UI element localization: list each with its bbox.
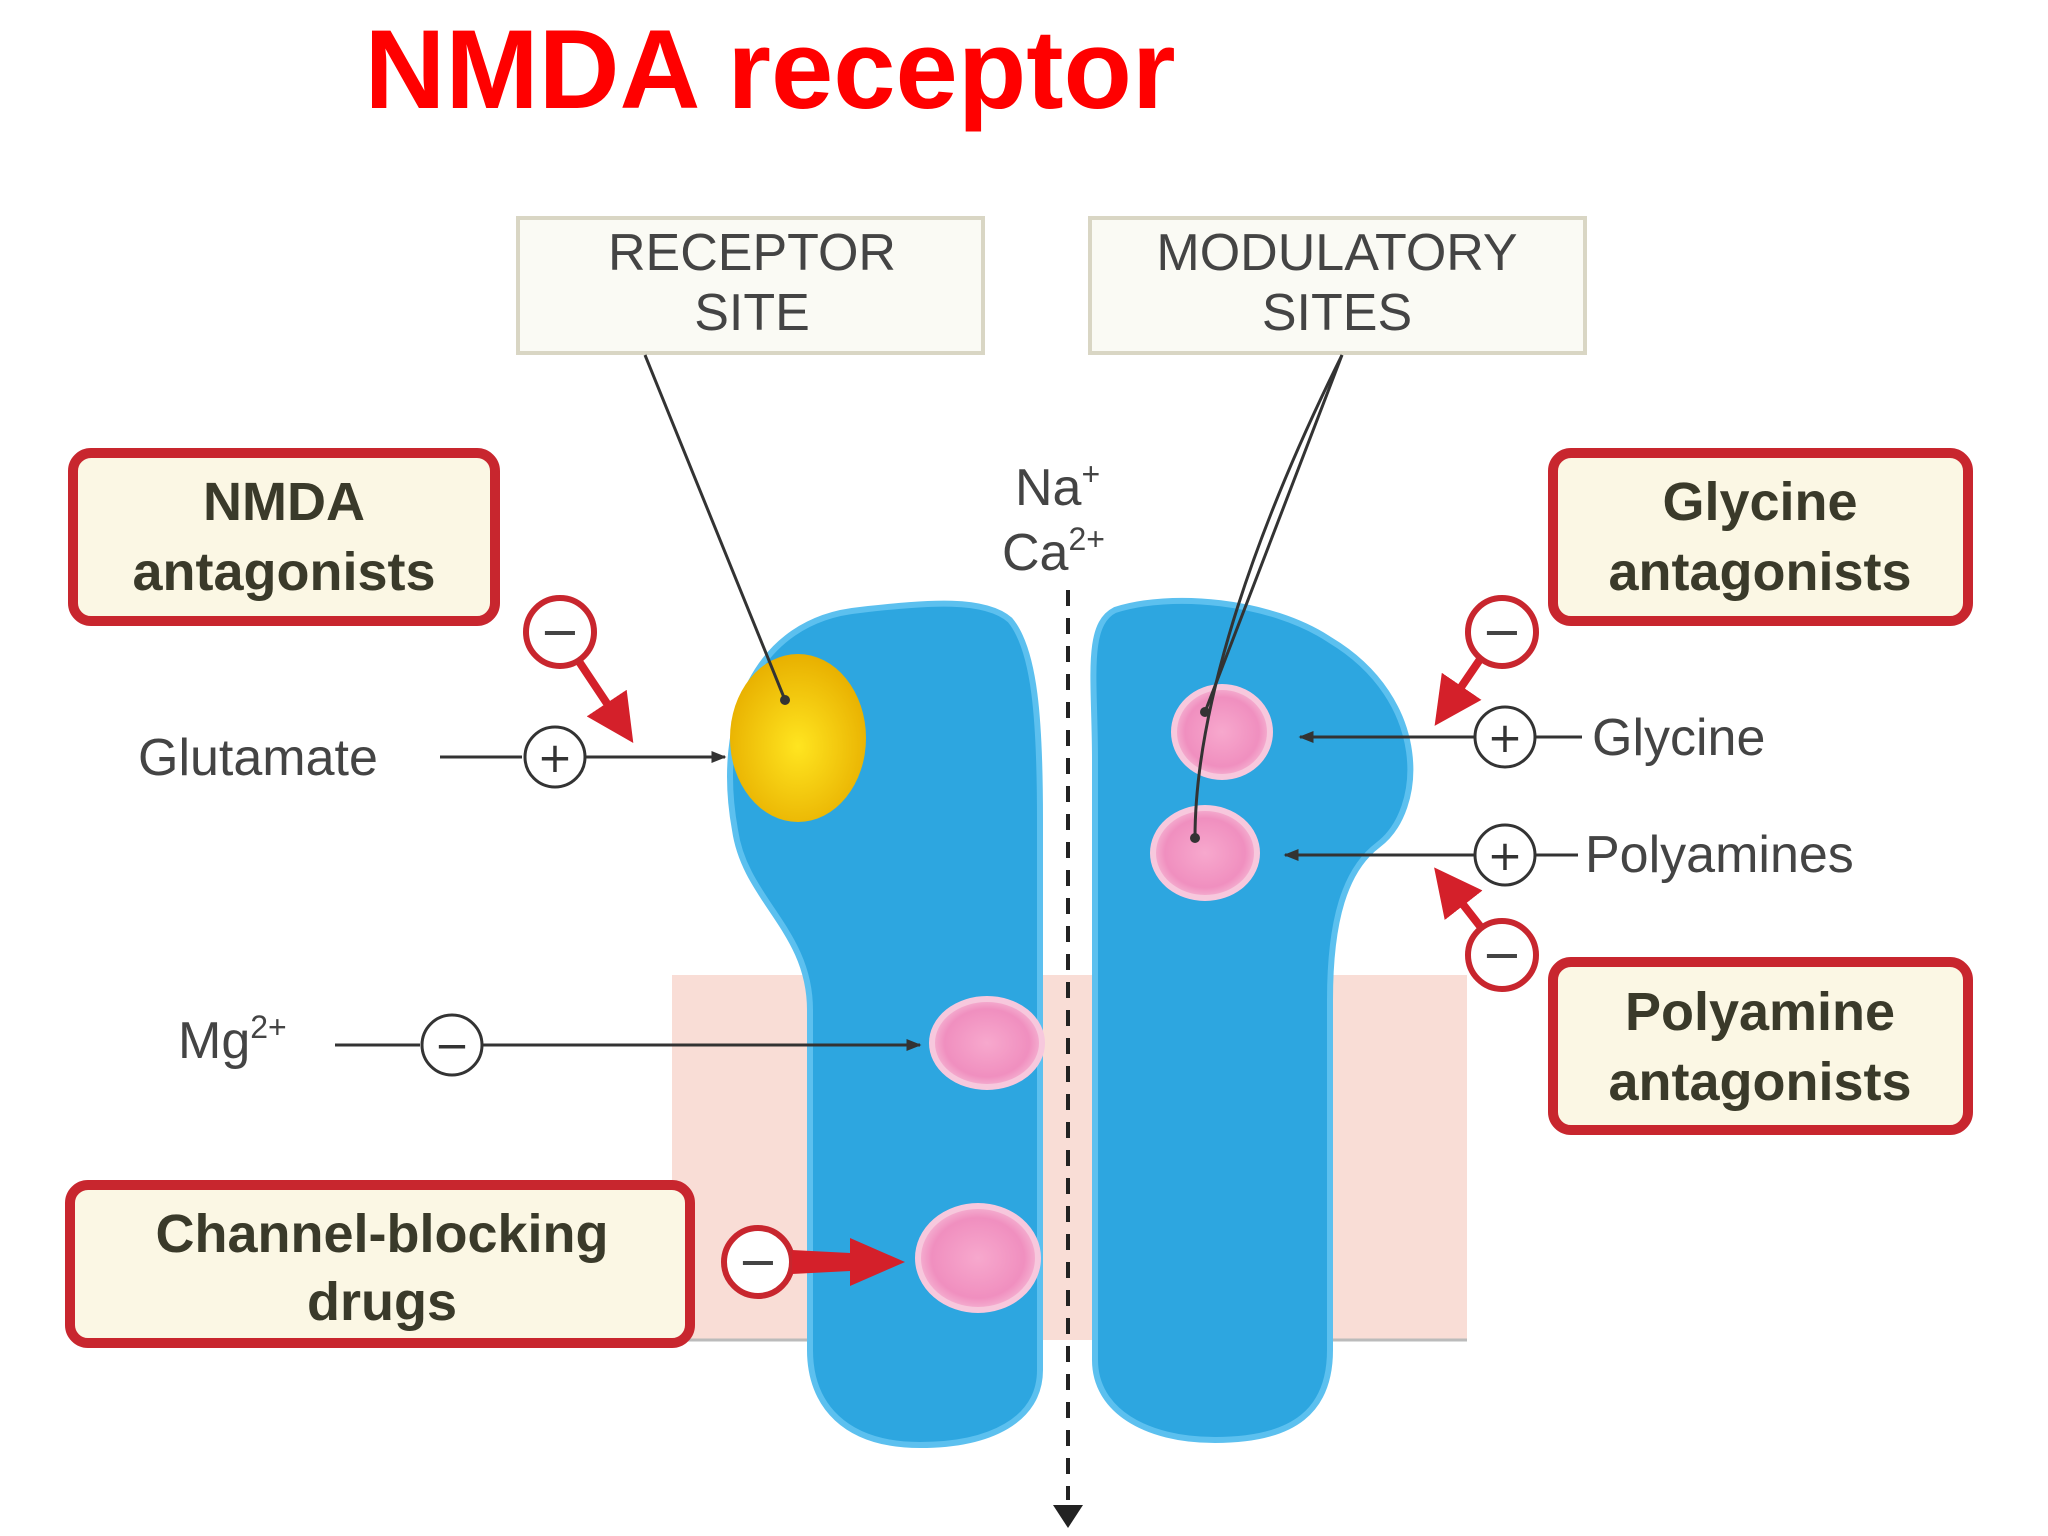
receptor-site-label-line1: RECEPTOR — [608, 224, 896, 282]
glycine-antagonists-box — [1548, 448, 1973, 626]
polyamine-antagonists-box — [1548, 957, 1973, 1135]
polyamine-antagonists-label-line2: antagonists — [1608, 1052, 1911, 1112]
glycine-antagonists-minus-icon — [1465, 595, 1539, 669]
nmda-antagonists-minus-icon — [523, 595, 597, 669]
right-channel-subunit — [1090, 597, 1414, 1444]
polyamine-antagonists-label-line1: Polyamine — [1625, 982, 1895, 1042]
receptor-site-pointer-dot — [780, 695, 790, 705]
nmda-antagonists-inhibit-arrow — [574, 657, 634, 743]
modulatory-sites-label-line1: MODULATORY — [1156, 224, 1517, 282]
channel-blocker-site — [915, 1203, 1041, 1313]
polyamine-antagonists-minus-sign: − — [1482, 927, 1522, 983]
modulatory-sites-pointer-2 — [1193, 354, 1344, 839]
glycine-antagonists-label-line2: antagonists — [1608, 542, 1911, 602]
glycine-antagonists-label-line1: Glycine — [1662, 472, 1857, 532]
channel-blocking-inhibit-arrow — [792, 1238, 905, 1286]
polyamine-antagonists-minus-icon — [1465, 918, 1539, 992]
glutamate-plus-sign: + — [537, 733, 572, 782]
page-title: NMDA receptor — [364, 7, 1176, 132]
polyamines-label: Polyamines — [1585, 826, 1854, 884]
modulatory-sites-pointer-dot-2 — [1190, 833, 1200, 843]
polyamine-antagonists-inhibit-arrow — [1434, 867, 1487, 933]
mg-minus-sign: − — [434, 1021, 469, 1070]
modulatory-sites-pointer-dot-1 — [1200, 707, 1210, 717]
modulatory-sites-box — [1088, 216, 1587, 355]
glycine-site — [1171, 684, 1273, 780]
channel-blocking-label-line2: drugs — [307, 1272, 457, 1332]
ca-ion-label: Ca2+ — [1002, 521, 1105, 582]
nmda-antagonists-minus-sign: − — [540, 604, 580, 660]
channel-blocking-box — [65, 1180, 695, 1348]
receptor-site-box — [516, 216, 985, 355]
channel-blocking-minus-sign: − — [738, 1234, 778, 1290]
glycine-plus-sign: + — [1487, 713, 1522, 762]
glutamate-receptor-site — [730, 654, 866, 822]
polyamines-plus-sign: + — [1487, 831, 1522, 880]
mg-ion-label: Mg2+ — [178, 1009, 287, 1070]
receptor-site-pointer — [643, 354, 787, 701]
glycine-antagonists-minus-sign: − — [1482, 604, 1522, 660]
modulatory-sites-label-line2: SITES — [1262, 284, 1412, 342]
nmda-antagonists-box — [68, 448, 500, 626]
glycine-antagonists-inhibit-arrow — [1434, 652, 1487, 726]
nmda-antagonists-label-line2: antagonists — [132, 542, 435, 602]
glutamate-label: Glutamate — [138, 729, 378, 787]
glycine-label: Glycine — [1592, 709, 1765, 767]
nmda-antagonists-label-line1: NMDA — [203, 472, 365, 532]
na-ion-label: Na+ — [1015, 456, 1100, 517]
channel-blocking-label-line1: Channel-blocking — [155, 1204, 608, 1264]
receptor-site-label-line2: SITE — [694, 284, 810, 342]
polyamine-site — [1150, 805, 1260, 901]
mg-site — [929, 996, 1045, 1090]
modulatory-sites-pointer-1 — [1203, 354, 1344, 713]
ion-flow-arrowhead — [1053, 1505, 1083, 1528]
